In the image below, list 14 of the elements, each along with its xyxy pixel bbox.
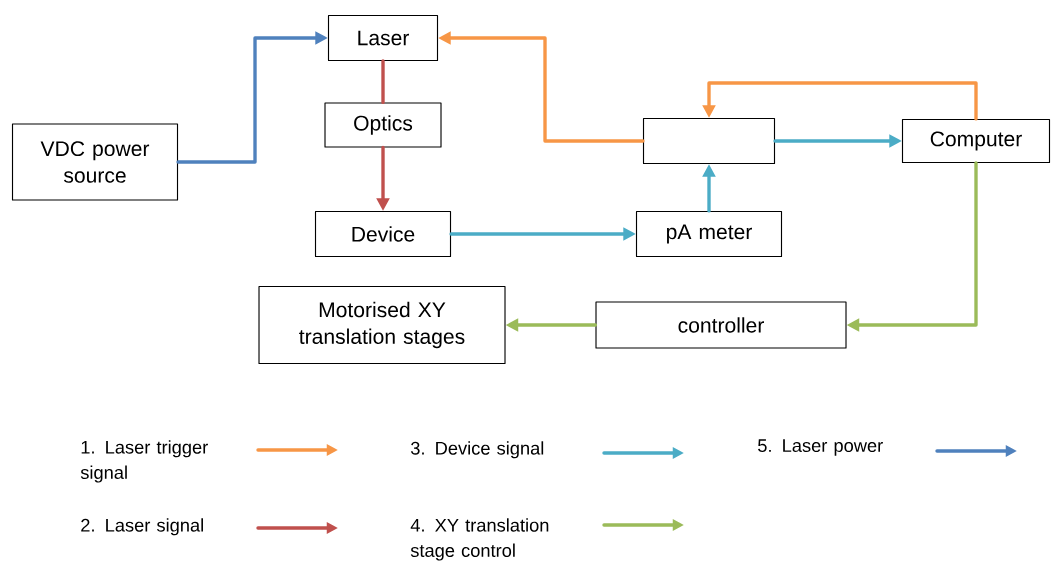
block-box: Laser xyxy=(327,14,439,62)
block-box: controller xyxy=(595,301,847,349)
block-box xyxy=(642,117,776,165)
block-box: Computer xyxy=(901,118,1051,164)
legend-text: 2. Laser signal xyxy=(81,518,203,536)
legend-text: 3. Device signal xyxy=(411,441,544,459)
legend-text: 4. XY translation stage control xyxy=(410,518,549,561)
block-box: VDC power source xyxy=(11,123,179,201)
legend-text: 1. Laser trigger signal xyxy=(80,440,208,483)
block-box: pA meter xyxy=(635,210,783,258)
block-box: Device xyxy=(314,210,452,258)
legend-text: 5. Laser power xyxy=(758,439,883,456)
block-box: Motorised XY translation stages xyxy=(258,285,506,365)
block-box: Optics xyxy=(324,102,442,148)
